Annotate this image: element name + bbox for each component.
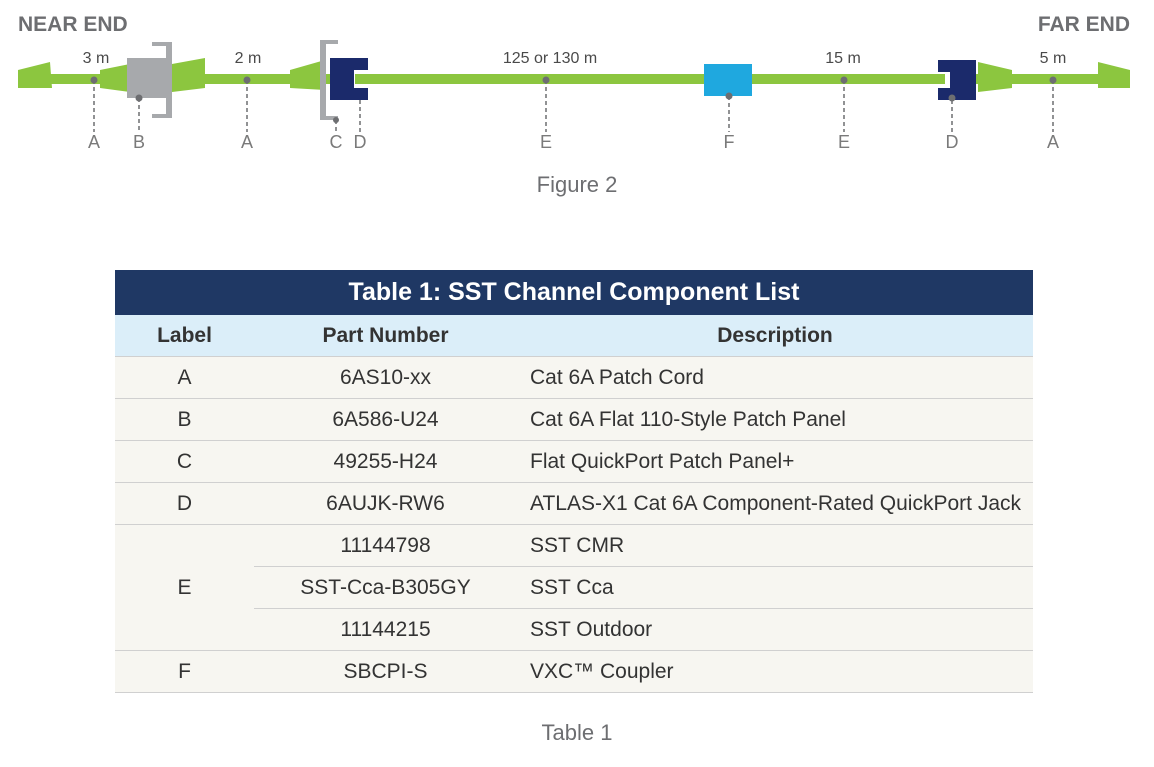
row-label: B <box>115 398 254 441</box>
table-row: E 11144798 SST CMR <box>115 524 1034 651</box>
row-label: E <box>115 524 254 651</box>
leader-lines <box>93 80 1054 132</box>
plug-d-far-icon <box>978 62 1012 92</box>
column-header-description: Description <box>517 315 1034 357</box>
row-label: F <box>115 650 254 693</box>
row-description: Flat QuickPort Patch Panel+ <box>517 440 1034 483</box>
row-description: Cat 6A Patch Cord <box>517 356 1034 399</box>
row-label: A <box>115 356 254 399</box>
table-caption: Table 1 <box>541 720 613 745</box>
length-label: 2 m <box>235 50 262 67</box>
row-part-number: SST-Cca-B305GY <box>254 566 517 609</box>
figure-caption: Figure 2 <box>536 172 618 197</box>
row-part-number: 11144215 <box>254 608 517 651</box>
component-label: D <box>354 132 367 152</box>
length-label: 125 or 130 m <box>503 50 597 67</box>
length-label: 15 m <box>825 50 861 67</box>
row-description: SST Outdoor <box>517 608 1034 651</box>
component-label: A <box>88 132 100 152</box>
row-part-number: 6A586-U24 <box>254 398 517 441</box>
row-part-number: 6AUJK-RW6 <box>254 482 517 525</box>
row-description: Cat 6A Flat 110-Style Patch Panel <box>517 398 1034 441</box>
near-end-label: NEAR END <box>18 13 128 36</box>
coupler-f-icon <box>704 64 752 96</box>
table-row: B 6A586-U24 Cat 6A Flat 110-Style Patch … <box>115 398 1034 441</box>
row-part-number: 49255-H24 <box>254 440 517 483</box>
plug-far-end-icon <box>1098 62 1130 88</box>
leader-dots <box>90 76 1057 123</box>
row-part-number: SBCPI-S <box>254 650 517 693</box>
column-header-label: Label <box>115 315 254 357</box>
component-label: B <box>133 132 145 152</box>
row-description: SST CMR <box>517 524 1034 567</box>
length-label: 3 m <box>83 50 110 67</box>
row-label: C <box>115 440 254 483</box>
channel-diagram: NEAR END FAR END 3 m 2 m 125 or 130 m 15… <box>18 13 1130 152</box>
row-part-number: 11144798 <box>254 524 517 567</box>
component-label: E <box>838 132 850 152</box>
row-description: SST Cca <box>517 566 1034 609</box>
row-label: D <box>115 482 254 525</box>
cable-near-patch <box>18 74 138 84</box>
plug-c-icon <box>290 60 325 90</box>
table-row: F SBCPI-S VXC™ Coupler <box>115 650 1034 693</box>
row-description: ATLAS-X1 Cat 6A Component-Rated QuickPor… <box>517 482 1034 525</box>
cable-trunk <box>355 74 945 84</box>
length-label: 5 m <box>1040 50 1067 67</box>
column-header-part: Part Number <box>254 315 517 357</box>
plug-icons <box>18 58 1130 92</box>
component-label: A <box>1047 132 1059 152</box>
table-row: SST-Cca-B305GY SST Cca <box>115 566 1034 609</box>
plug-b-right-icon <box>172 58 205 92</box>
table-row: A 6AS10-xx Cat 6A Patch Cord <box>115 356 1034 399</box>
table-row: D 6AUJK-RW6 ATLAS-X1 Cat 6A Component-Ra… <box>115 482 1034 525</box>
component-label: C <box>330 132 343 152</box>
component-label: F <box>724 132 735 152</box>
component-label: D <box>946 132 959 152</box>
component-label: A <box>241 132 253 152</box>
far-end-label: FAR END <box>1038 13 1130 36</box>
component-table: Table 1: SST Channel Component List Labe… <box>115 270 1034 693</box>
row-description: VXC™ Coupler <box>517 650 1034 693</box>
table-row: C 49255-H24 Flat QuickPort Patch Panel+ <box>115 440 1034 483</box>
jack-d-far-icon <box>938 60 976 100</box>
table-row: 11144215 SST Outdoor <box>115 608 1034 651</box>
table-title: Table 1: SST Channel Component List <box>115 270 1034 315</box>
component-label: E <box>540 132 552 152</box>
plug-near-end-icon <box>18 62 52 88</box>
row-part-number: 6AS10-xx <box>254 356 517 399</box>
patch-panel-b-icon <box>127 42 172 118</box>
patch-panel-c-icon <box>320 40 338 120</box>
jack-d-near-icon <box>330 58 368 100</box>
plug-b-left-icon <box>100 64 130 92</box>
